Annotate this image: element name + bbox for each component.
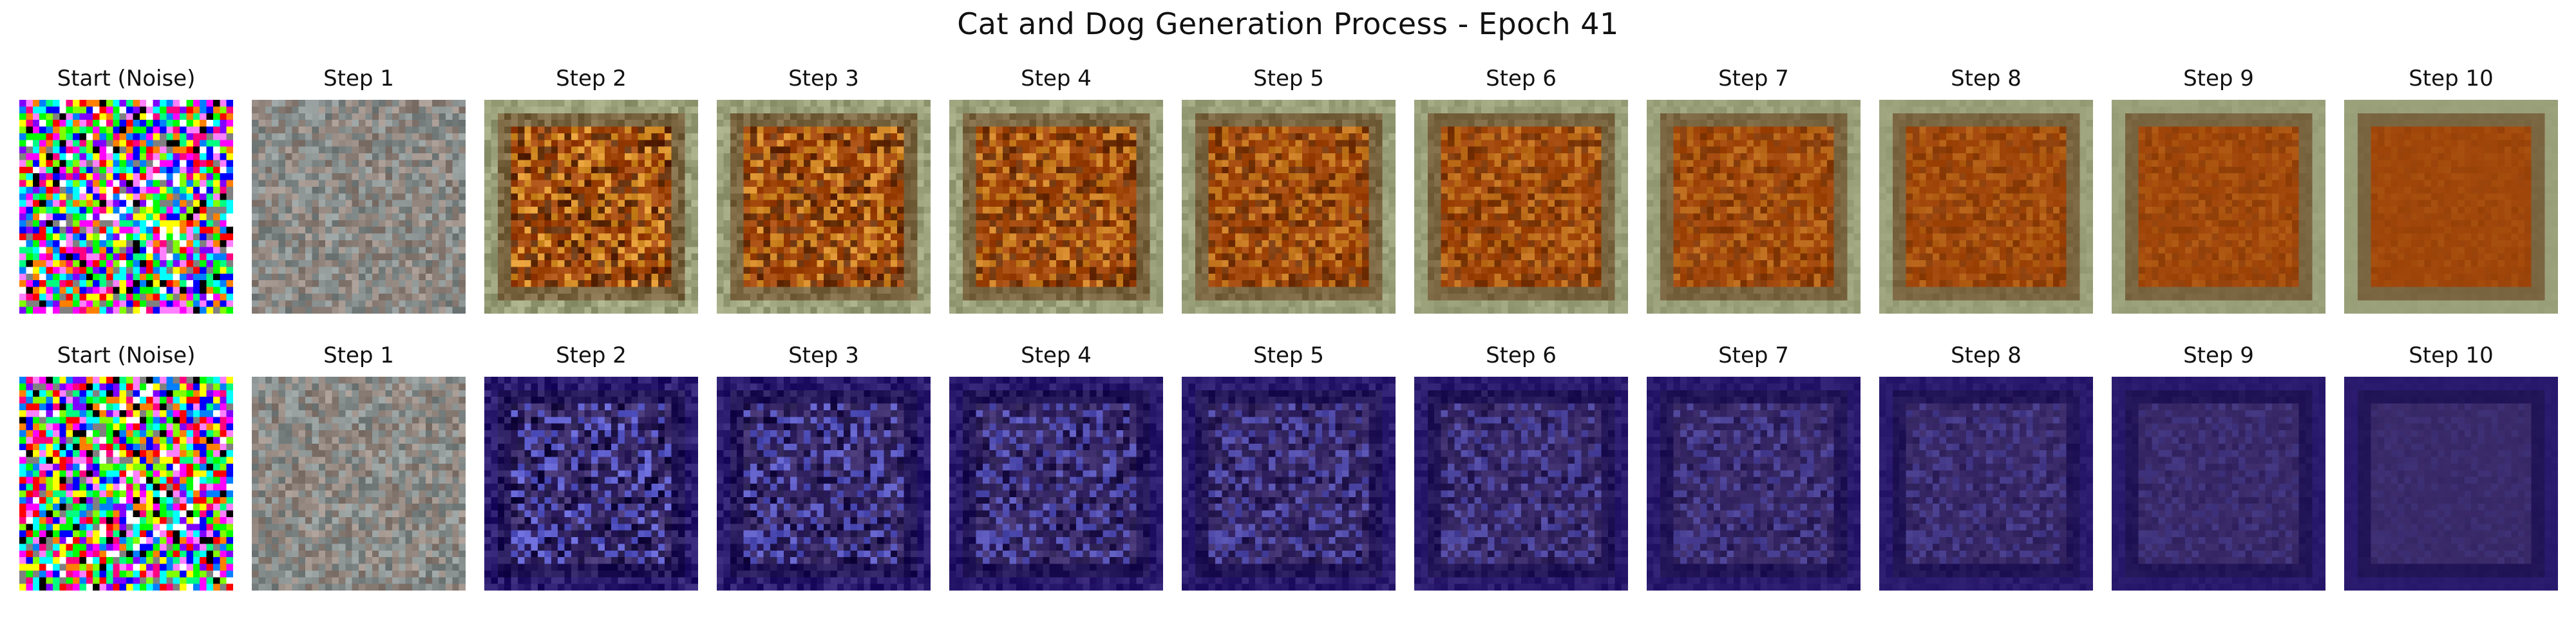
generated-image xyxy=(1879,377,2093,591)
generated-image xyxy=(1647,377,1861,591)
panel-title: Step 3 xyxy=(788,343,859,368)
generated-image xyxy=(1647,100,1861,314)
panel-title: Step 2 xyxy=(556,343,627,368)
panel-title: Step 6 xyxy=(1486,343,1557,368)
panel-step-4: Step 4 xyxy=(949,341,1163,591)
generated-image xyxy=(2112,377,2325,591)
panel-step-4: Step 4 xyxy=(949,64,1163,314)
panel-step-7: Step 7 xyxy=(1647,341,1861,591)
panel-title: Start (Noise) xyxy=(57,343,196,368)
panel-start-noise: Start (Noise) xyxy=(19,341,233,591)
panel-title: Step 1 xyxy=(323,343,394,368)
panel-step-5: Step 5 xyxy=(1182,341,1396,591)
panel-title: Step 8 xyxy=(1951,66,2022,91)
panel-step-3: Step 3 xyxy=(717,341,931,591)
panel-title: Step 3 xyxy=(788,66,859,91)
panel-title: Step 8 xyxy=(1951,343,2022,368)
generated-image xyxy=(252,377,466,591)
generated-image xyxy=(484,377,698,591)
figure-title: Cat and Dog Generation Process - Epoch 4… xyxy=(957,6,1619,41)
panel-step-1: Step 1 xyxy=(252,341,466,591)
panel-title: Step 4 xyxy=(1021,343,1092,368)
panel-step-2: Step 2 xyxy=(484,341,698,591)
panel-step-5: Step 5 xyxy=(1182,64,1396,314)
generated-image xyxy=(252,100,466,314)
panel-title: Step 5 xyxy=(1253,66,1324,91)
generated-image xyxy=(1414,100,1628,314)
generated-image xyxy=(484,100,698,314)
generated-image xyxy=(2112,100,2325,314)
panel-title: Step 1 xyxy=(323,66,394,91)
panel-step-8: Step 8 xyxy=(1879,341,2093,591)
panel-start-noise: Start (Noise) xyxy=(19,64,233,314)
panel-title: Step 5 xyxy=(1253,343,1324,368)
panel-title: Step 10 xyxy=(2409,66,2494,91)
generated-image xyxy=(1182,377,1396,591)
panel-step-10: Step 10 xyxy=(2344,341,2558,591)
generated-image xyxy=(1182,100,1396,314)
panel-title: Step 9 xyxy=(2183,343,2254,368)
panel-title: Step 7 xyxy=(1718,66,1789,91)
generated-image xyxy=(949,377,1163,591)
generated-image xyxy=(717,377,931,591)
generated-image xyxy=(1879,100,2093,314)
panel-title: Step 10 xyxy=(2409,343,2494,368)
panel-title: Start (Noise) xyxy=(57,66,196,91)
panel-step-1: Step 1 xyxy=(252,64,466,314)
panel-step-6: Step 6 xyxy=(1414,341,1628,591)
panel-step-10: Step 10 xyxy=(2344,64,2558,314)
panel-step-3: Step 3 xyxy=(717,64,931,314)
panel-title: Step 7 xyxy=(1718,343,1789,368)
panel-step-8: Step 8 xyxy=(1879,64,2093,314)
panel-title: Step 6 xyxy=(1486,66,1557,91)
panel-step-9: Step 9 xyxy=(2112,341,2325,591)
noise-image xyxy=(19,100,233,314)
noise-image xyxy=(19,377,233,591)
panel-step-9: Step 9 xyxy=(2112,64,2325,314)
generated-image xyxy=(2344,100,2558,314)
panel-title: Step 2 xyxy=(556,66,627,91)
panel-title: Step 9 xyxy=(2183,66,2254,91)
panel-step-7: Step 7 xyxy=(1647,64,1861,314)
generated-image xyxy=(1414,377,1628,591)
panel-step-6: Step 6 xyxy=(1414,64,1628,314)
panel-step-2: Step 2 xyxy=(484,64,698,314)
generated-image xyxy=(2344,377,2558,591)
generated-image xyxy=(949,100,1163,314)
panel-title: Step 4 xyxy=(1021,66,1092,91)
generated-image xyxy=(717,100,931,314)
